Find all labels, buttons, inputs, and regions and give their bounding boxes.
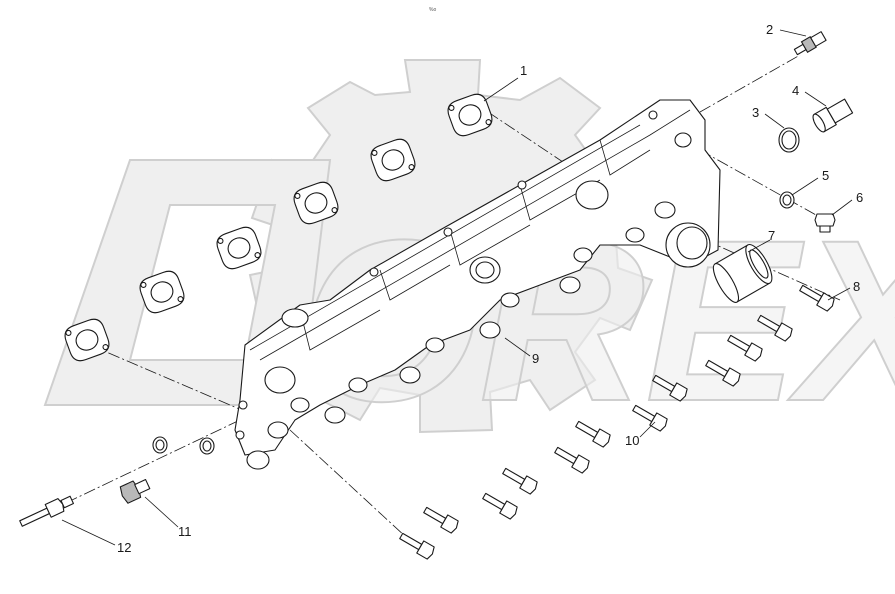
temperature-sensor (793, 31, 827, 56)
union-nut (119, 479, 151, 504)
axis-sensor-2 (699, 54, 801, 113)
bolt (575, 420, 611, 448)
bolt (727, 334, 763, 362)
runner-stubs (246, 227, 645, 470)
leader-4 (804, 91, 827, 107)
axis-gasket-1 (487, 111, 621, 201)
callout-labels: 1 2 3 4 5 6 7 8 9 10 11 12 (117, 22, 863, 555)
leader-9 (504, 337, 531, 357)
thermo-boss (674, 132, 692, 148)
bolt (757, 314, 793, 342)
leader-8 (827, 287, 851, 301)
plug-cap (281, 308, 309, 328)
sensor-boss (654, 201, 676, 219)
drain-pin (19, 495, 74, 527)
axis-bolt-8 (704, 239, 841, 301)
gasket (64, 318, 110, 362)
leader-3 (764, 113, 785, 129)
callout-10: 10 (625, 433, 639, 448)
callout-8: 8 (853, 279, 860, 294)
leader-11 (144, 496, 179, 528)
callout-2: 2 (766, 22, 773, 37)
manifold-body (234, 99, 721, 470)
gasket (447, 93, 493, 137)
callout-5: 5 (822, 168, 829, 183)
bolts (399, 284, 835, 560)
leader-6 (831, 199, 853, 216)
callout-12: 12 (117, 540, 131, 555)
gaskets (64, 93, 493, 362)
callout-9: 9 (532, 351, 539, 366)
gasket (139, 270, 185, 314)
manifold-flange-edge (249, 109, 691, 361)
leader-1 (483, 77, 519, 102)
adapter-fitting (812, 98, 854, 133)
top-bolt-heads (235, 110, 658, 440)
assembly-axes (29, 54, 841, 551)
leader-7 (747, 239, 771, 253)
bolt (399, 532, 435, 560)
sealing-ring-3-inner (781, 130, 797, 150)
axis-plug-6 (699, 149, 826, 221)
bolt (652, 374, 688, 402)
callout-7: 7 (768, 228, 775, 243)
bolt-10 (632, 404, 668, 432)
leader-lines (61, 29, 853, 546)
axis-gasket-left (89, 344, 266, 421)
sealing-ring-5-inner (782, 194, 792, 206)
gasket (293, 181, 339, 225)
port-rear (575, 180, 609, 210)
bolt (705, 359, 741, 387)
seal-lower-2-inner (202, 440, 212, 452)
leader-12 (61, 519, 116, 546)
bolt (423, 506, 459, 534)
callout-1: 1 (520, 63, 527, 78)
callout-4: 4 (792, 83, 799, 98)
bolt (554, 446, 590, 474)
bolt (502, 467, 538, 495)
leader-10 (639, 421, 656, 438)
outlet-bore (676, 226, 708, 260)
gasket (370, 138, 416, 182)
leader-2 (779, 29, 807, 37)
leader-5 (791, 177, 819, 196)
callout-3: 3 (752, 105, 759, 120)
plug-screw-6 (814, 213, 836, 233)
port-middle-bore (475, 261, 495, 279)
callout-11: 11 (178, 524, 192, 539)
bolt (482, 492, 518, 520)
connector-sleeve (712, 243, 773, 303)
seal-lower-1-inner (155, 439, 165, 451)
port-front (264, 366, 296, 394)
callout-6: 6 (856, 190, 863, 205)
header-mark: %o (429, 7, 436, 13)
axis-plug-12 (29, 419, 241, 521)
axis-lower-bolts (289, 429, 421, 551)
gasket (216, 226, 262, 270)
manifold-ribs (299, 139, 651, 351)
